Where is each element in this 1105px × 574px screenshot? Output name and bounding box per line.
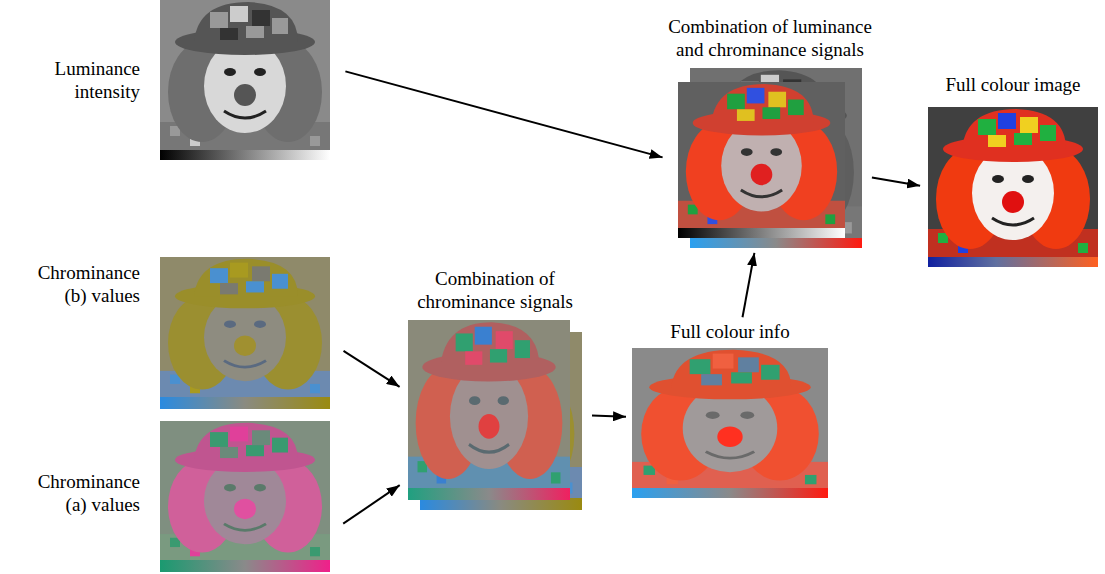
flow-arrow [743,253,755,317]
image-node: Chrominance (a) values [160,421,330,572]
image-caption: Full colour image [928,74,1098,97]
chrominance-a-image [160,421,330,560]
image-node: Combination of chrominance signals [408,320,582,510]
combined-image [678,82,845,228]
scale-bar [678,228,845,238]
image-caption: Chrominance (b) values [20,262,140,308]
image-caption: Full colour info [640,321,820,344]
image-node: Luminance intensity [160,0,330,160]
scale-bar [928,257,1098,267]
flow-arrow [345,71,662,157]
chrominance-b-image [160,257,330,397]
combined-chrominance-image [408,320,570,488]
full-colour-image [928,107,1098,257]
scale-bar [632,488,828,498]
scale-bar [160,397,330,409]
image-caption: Luminance intensity [20,58,140,104]
image-caption: Chrominance (a) values [20,471,140,517]
image-node: Full colour info [632,348,828,498]
image-node: Full colour image [928,107,1098,267]
scale-bar [160,150,330,160]
flow-arrow [343,485,400,524]
full-colour-info-image [632,348,828,488]
image-node: Chrominance (b) values [160,257,330,409]
scale-bar [408,488,570,500]
flow-arrow [872,178,920,186]
image-caption: Combination of chrominance signals [405,268,585,314]
scale-bar [690,238,862,248]
flow-arrow [592,415,626,416]
scale-bar [160,560,330,572]
luminance-image [160,0,330,150]
flow-arrow [344,351,400,387]
image-caption: Combination of luminance and chrominance… [654,16,886,62]
image-node: Combination of luminance and chrominance… [678,68,862,248]
